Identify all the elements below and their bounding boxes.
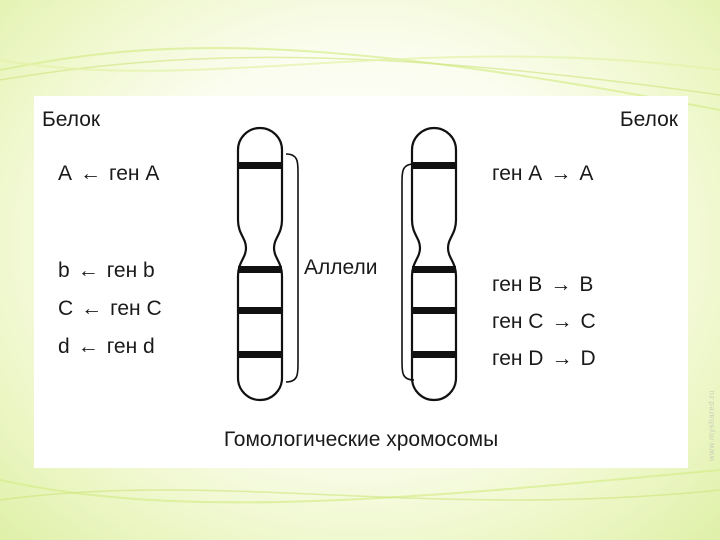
right-protein: A <box>579 162 593 185</box>
band <box>412 351 456 358</box>
right-row-a: ген A → A <box>492 162 593 186</box>
arrow-left-icon: ← <box>78 259 99 283</box>
band <box>238 266 282 273</box>
left-gene: ген d <box>107 335 155 358</box>
protein-label-left: Белок <box>42 108 100 132</box>
right-row-b: ген B → B <box>492 273 593 297</box>
arrow-left-icon: ← <box>81 297 102 321</box>
right-gene: ген D <box>492 347 543 370</box>
band <box>238 162 282 169</box>
arrow-left-icon: ← <box>78 335 99 359</box>
right-protein: D <box>580 347 595 370</box>
right-row-d: ген D → D <box>492 347 596 371</box>
band <box>238 351 282 358</box>
left-gene: ген A <box>109 162 159 185</box>
watermark: www.myshared.ru <box>707 390 716 461</box>
right-protein: C <box>580 310 595 333</box>
protein-label-right: Белок <box>620 108 678 132</box>
left-protein: A <box>58 162 72 185</box>
left-row-a: A ← ген A <box>58 162 159 186</box>
alleles-label: Аллели <box>302 256 379 280</box>
band <box>238 307 282 314</box>
diagram-panel: Белок A←ген A b←ген b C←ген C d←ген d Бе… <box>34 96 688 468</box>
right-gene: ген B <box>492 273 542 296</box>
right-gene: ген C <box>492 310 543 333</box>
band <box>412 307 456 314</box>
caption: Гомологические хромосомы <box>34 428 688 452</box>
band <box>412 162 456 169</box>
arrow-right-icon: → <box>551 347 572 371</box>
right-gene: ген A <box>492 162 542 185</box>
left-protein: C <box>58 297 73 320</box>
arrow-right-icon: → <box>550 162 571 186</box>
left-protein: d <box>58 335 70 358</box>
left-protein: b <box>58 259 70 282</box>
arrow-left-icon: ← <box>80 162 101 186</box>
left-gene: ген C <box>110 297 161 320</box>
band <box>412 266 456 273</box>
allele-bracket-right <box>392 162 416 382</box>
arrow-right-icon: → <box>550 273 571 297</box>
right-row-c: ген C → C <box>492 310 596 334</box>
right-protein: B <box>579 273 593 296</box>
left-row-d: d ← ген d <box>58 335 155 359</box>
chromosome-left <box>232 124 292 406</box>
arrow-right-icon: → <box>551 310 572 334</box>
left-row-c: C ← ген C <box>58 297 162 321</box>
left-row-b: b ← ген b <box>58 259 155 283</box>
left-gene: ген b <box>107 259 155 282</box>
